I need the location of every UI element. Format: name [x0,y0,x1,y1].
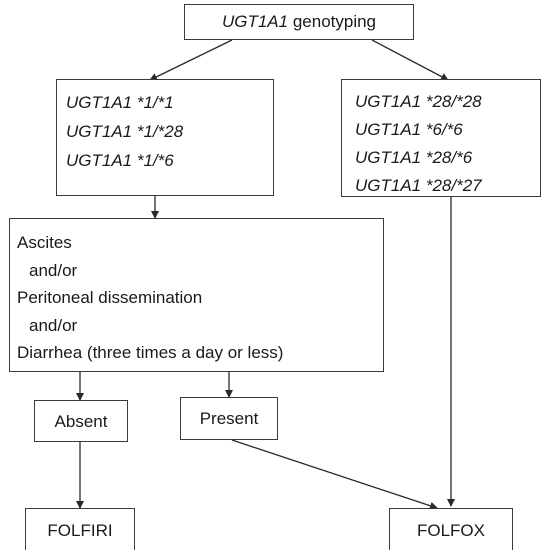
arrow-present-to-folfox [231,439,438,510]
condition-peritoneal: Peritoneal dissemination [17,288,203,307]
right-genotype-item: UGT1A1 *6/*6 [355,120,463,139]
arrow-root-to-right [371,39,449,81]
present-box: Present [180,397,278,440]
left-genotype-box: UGT1A1 *1/*1 UGT1A1 *1/*28 UGT1A1 *1/*6 [56,79,274,196]
right-genotype-item: UGT1A1 *28/*27 [355,176,482,195]
genotyping-gene: UGT1A1 [221,12,289,31]
condition-box: Ascites and/or Peritoneal dissemination … [9,218,384,372]
right-genotype-item: UGT1A1 *28/*28 [355,92,482,111]
left-genotype-item: UGT1A1 *1/*1 [66,93,174,112]
genotyping-label: genotyping [288,12,377,31]
condition-diarrhea: Diarrhea (three times a day or less) [17,343,284,362]
absent-box: Absent [34,400,128,442]
arrow-root-to-left [149,39,233,81]
right-genotype-item: UGT1A1 *28/*6 [355,148,473,167]
condition-and-or: and/or [29,315,78,335]
folfox-box: FOLFOX [389,508,513,550]
folfox-label: FOLFOX [416,521,485,540]
condition-and-or: and/or [29,260,78,280]
folfiri-label: FOLFIRI [47,521,113,540]
present-label: Present [199,409,259,428]
left-genotype-item: UGT1A1 *1/*6 [66,151,174,170]
folfiri-box: FOLFIRI [25,508,135,550]
right-genotype-box: UGT1A1 *28/*28 UGT1A1 *6/*6 UGT1A1 *28/*… [341,79,541,197]
genotyping-box: UGT1A1 genotyping [184,4,414,40]
condition-ascites: Ascites [17,233,72,252]
left-genotype-item: UGT1A1 *1/*28 [66,122,184,141]
absent-label: Absent [54,412,108,431]
